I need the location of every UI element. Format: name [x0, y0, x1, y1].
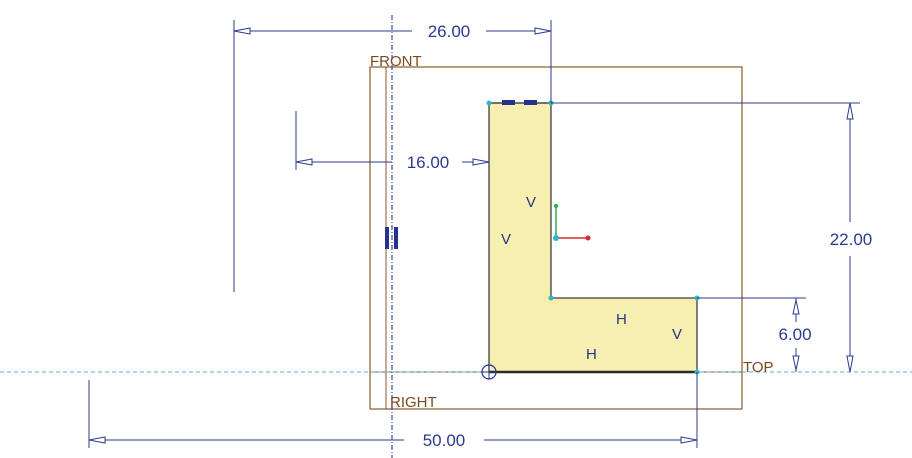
- dimension-value[interactable]: 16.00: [407, 153, 450, 172]
- csys-origin: [553, 235, 559, 241]
- plane-labels: FRONT TOP RIGHT: [370, 53, 774, 411]
- vertical-constraint-label[interactable]: V: [526, 194, 536, 211]
- parallel-mark: [385, 227, 389, 249]
- dimension-value[interactable]: 22.00: [830, 230, 873, 249]
- dimension-arrowhead: [472, 158, 490, 166]
- top-plane-label[interactable]: TOP: [743, 359, 774, 376]
- vertex-point[interactable]: [548, 295, 554, 301]
- dimension-arrowhead: [534, 27, 552, 35]
- dimension-22[interactable]: 22.00: [551, 102, 873, 373]
- l-profile-region[interactable]: [488, 102, 698, 373]
- dimension-arrowhead: [233, 27, 251, 35]
- dimension-arrowhead: [680, 436, 698, 444]
- csys-icon: [553, 204, 591, 241]
- horizontal-constraint-label[interactable]: H: [616, 311, 627, 328]
- dimension-50[interactable]: 50.00: [88, 372, 698, 450]
- csys-x-tip: [585, 235, 591, 241]
- horizontal-constraint-label[interactable]: H: [586, 346, 597, 363]
- parallel-constraint-marker[interactable]: [385, 227, 398, 249]
- front-plane-box[interactable]: [369, 66, 743, 410]
- equal-length-marks: [502, 100, 537, 105]
- parallel-mark: [394, 227, 398, 249]
- dimension-26[interactable]: 26.00: [233, 20, 552, 292]
- right-plane-label[interactable]: RIGHT: [390, 394, 437, 411]
- dimension-value[interactable]: 50.00: [423, 431, 466, 450]
- equal-mark[interactable]: [502, 100, 515, 105]
- dimension-arrowhead: [295, 158, 313, 166]
- dimension-arrowhead: [792, 299, 800, 315]
- dimension-6[interactable]: 6.00: [697, 297, 812, 372]
- dimension-value[interactable]: 26.00: [428, 22, 471, 41]
- dimension-arrowhead: [792, 355, 800, 371]
- dimension-16[interactable]: 16.00: [295, 111, 490, 172]
- vertical-constraint-label[interactable]: V: [501, 231, 511, 248]
- equal-mark[interactable]: [524, 100, 537, 105]
- csys-y-tip: [554, 204, 558, 208]
- dimension-value[interactable]: 6.00: [778, 325, 811, 344]
- dimension-arrowhead: [846, 355, 854, 373]
- vertical-constraint-label[interactable]: V: [672, 326, 682, 343]
- constraint-labels: V V V H H: [501, 194, 682, 363]
- l-profile[interactable]: [488, 102, 698, 374]
- dimension-arrowhead: [88, 436, 106, 444]
- dimension-arrowhead: [846, 102, 854, 120]
- centerlines: [0, 15, 912, 458]
- vertex-point[interactable]: [486, 100, 492, 106]
- front-plane-label[interactable]: FRONT: [370, 53, 422, 70]
